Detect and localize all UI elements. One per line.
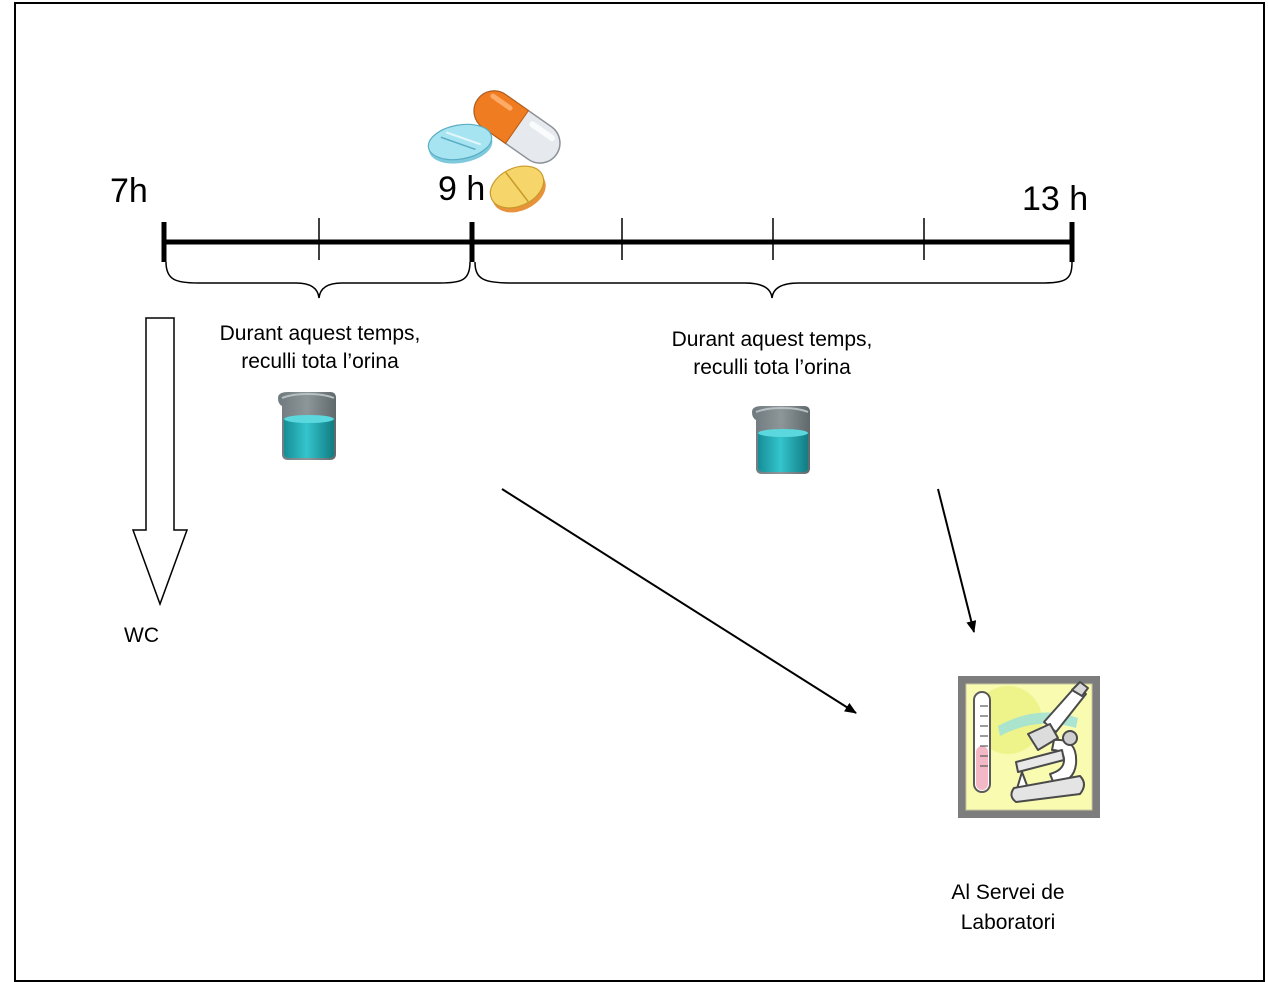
- discard-label: WC: [124, 624, 159, 647]
- arrow-to-lab-first: [501, 488, 857, 714]
- discard-arrow: [131, 317, 189, 607]
- timeline-start-label: 7h: [110, 172, 148, 210]
- lab-label-line1: Al Servei de: [951, 881, 1065, 904]
- timeline: [161, 218, 1075, 262]
- lab-destination-label: Al Servei de Laboratori: [918, 878, 1098, 938]
- period-note-line1: Durant aquest temps,: [219, 322, 421, 345]
- brace-second-period: [474, 261, 1073, 299]
- period-note-second: Durant aquest temps, reculli tota l’orin…: [642, 326, 902, 382]
- period-note-line2: reculli tota l’orina: [693, 356, 851, 379]
- brace-first-period: [165, 261, 471, 299]
- period-note-first: Durant aquest temps, reculli tota l’orin…: [190, 320, 450, 376]
- period-note-line2: reculli tota l’orina: [241, 350, 399, 373]
- lab-label-line2: Laboratori: [960, 911, 1056, 934]
- microscope-icon: [958, 676, 1100, 818]
- timeline-dose-label: 9 h: [438, 170, 486, 208]
- timeline-end-label: 13 h: [1022, 180, 1089, 218]
- beaker-icon: [752, 406, 810, 474]
- beaker-icon: [278, 392, 336, 460]
- period-note-line1: Durant aquest temps,: [671, 328, 873, 351]
- arrow-to-lab-second: [937, 488, 977, 633]
- pills-icon: [427, 90, 561, 213]
